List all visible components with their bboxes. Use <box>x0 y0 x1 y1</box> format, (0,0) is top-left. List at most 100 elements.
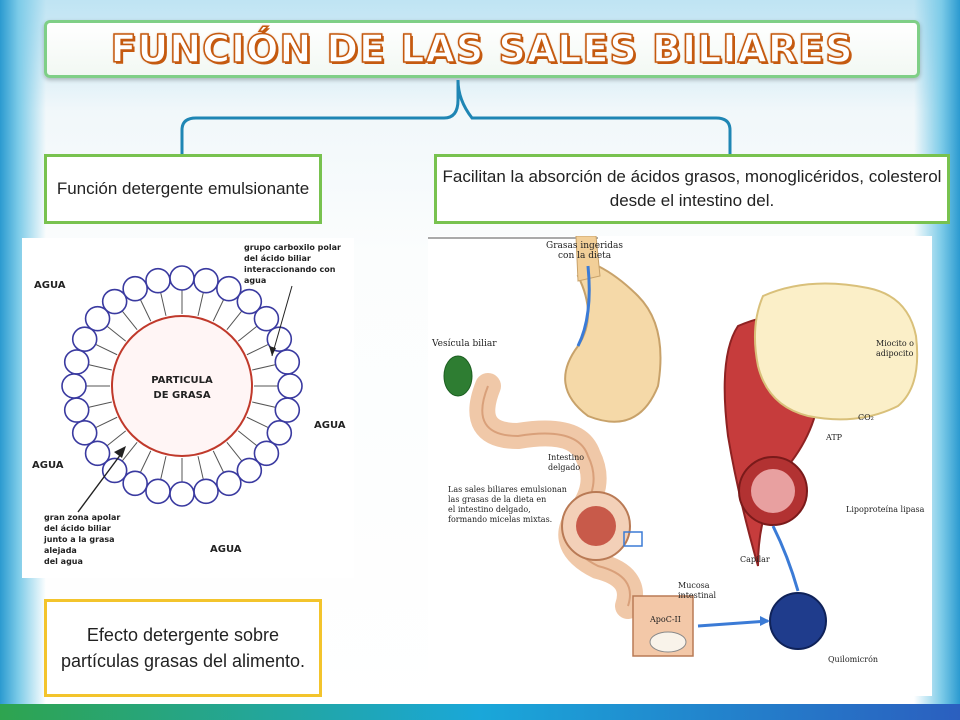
gallbladder-shape <box>443 355 473 397</box>
micelle-tail <box>212 450 225 473</box>
water-label: AGUA <box>32 460 64 471</box>
micelle-head <box>101 457 128 484</box>
micelle-head <box>274 397 301 423</box>
micelle-tail <box>121 441 138 462</box>
water-label: AGUA <box>210 544 242 555</box>
micelle-head <box>266 326 293 352</box>
bile-note: formando micelas mixtas. <box>448 515 552 524</box>
small-intestine-label: Intestino <box>548 453 584 462</box>
myocyte-label: Miocito o <box>876 339 914 348</box>
micelle-head <box>71 326 98 352</box>
micelle-head <box>236 288 263 315</box>
mucosa-label: Mucosa <box>678 581 710 590</box>
water-label: AGUA <box>34 280 66 291</box>
atp-label: ATP <box>825 433 843 442</box>
micelle-tail <box>197 456 204 480</box>
svg-text:agua: agua <box>244 276 266 285</box>
micelle-tail <box>121 310 138 331</box>
micelle-head <box>277 373 303 399</box>
micelle-tail <box>106 430 127 447</box>
micelle-tail <box>106 325 127 342</box>
ingested-label: Grasas ingeridas <box>546 241 623 251</box>
micelle-tail <box>139 299 152 322</box>
apolar-pointer <box>77 449 125 513</box>
micelle-tail <box>88 401 112 408</box>
svg-text:alejada: alejada <box>44 546 77 555</box>
micelle-head <box>253 305 280 332</box>
fat-particle-circle <box>111 315 253 457</box>
micelle-tail <box>88 364 112 371</box>
micelle-tail <box>160 456 167 480</box>
micelle-tail <box>246 416 269 429</box>
micelle-head <box>193 478 219 505</box>
svg-text:interaccionando con: interaccionando con <box>244 265 336 274</box>
micelle-head <box>61 373 87 399</box>
micelle-head <box>169 481 195 507</box>
micelle-head <box>84 305 111 332</box>
micelle-tail <box>237 325 258 342</box>
micelle-tail <box>139 450 152 473</box>
chylomicron-label: Quilomicrón <box>828 655 878 664</box>
mucosa-label: intestinal <box>678 591 716 600</box>
micelle-head <box>145 267 171 294</box>
micelle-head <box>122 275 148 302</box>
micelle-tail <box>197 292 204 316</box>
micelle-head <box>169 265 195 291</box>
micelle-head <box>101 288 128 315</box>
fat-core-label-1: PARTICULA <box>151 375 213 386</box>
micelle-tail <box>252 401 276 408</box>
lipase-label: Lipoproteína lipasa <box>846 505 925 514</box>
co2-label: CO₂ <box>858 413 874 422</box>
micelle-head <box>71 420 98 446</box>
svg-text:grupo carboxilo polar: grupo carboxilo polar <box>244 243 341 252</box>
polar-pointer <box>271 285 293 357</box>
micelle-head <box>63 397 90 423</box>
chylomicron-shape <box>769 592 827 650</box>
digestion-diagram: Grasas ingeridas con la dieta Vesícula b… <box>428 235 932 696</box>
box-absorption: Facilitan la absorción de ácidos grasos,… <box>434 154 950 224</box>
micelle-diagram: PARTICULA DE GRASA AGUA AGUA AGUA AGUA g… <box>22 238 354 578</box>
box-detergent-effect-text: Efecto detergente sobre partículas grasa… <box>60 624 306 671</box>
micelle-head <box>122 470 148 497</box>
water-label: AGUA <box>314 420 346 431</box>
svg-text:junto a la grasa: junto a la grasa <box>43 535 115 544</box>
micelle-head <box>253 440 280 467</box>
micelle-head <box>216 275 242 302</box>
micelle-tail <box>252 364 276 371</box>
micelle-tail <box>95 343 118 356</box>
micelle-head <box>145 478 171 505</box>
micelle-tail <box>246 343 269 356</box>
myocyte-shape <box>754 282 919 421</box>
box-detergent-function-text: Función detergente emulsionante <box>56 179 310 199</box>
bile-note: Las sales biliares emulsionan <box>448 485 567 494</box>
bracket-connector <box>180 79 732 154</box>
page-title: FUNCIÓN DE LAS SALES BILIARES <box>110 26 854 72</box>
micelle-head <box>266 420 293 446</box>
title-banner: FUNCIÓN DE LAS SALES BILIARES <box>44 20 920 78</box>
myocyte-label: adipocito <box>876 349 914 358</box>
micelle-head <box>193 267 219 294</box>
micelle-head <box>63 349 90 375</box>
micelle-head <box>84 440 111 467</box>
ingested-label: con la dieta <box>558 251 612 261</box>
micelle-tail <box>237 430 258 447</box>
svg-text:del ácido biliar: del ácido biliar <box>44 524 111 533</box>
box-detergent-function: Función detergente emulsionante <box>44 154 322 224</box>
box-detergent-effect: Efecto detergente sobre partículas grasa… <box>44 599 322 697</box>
polar-note: grupo carboxilo polar del ácido biliar i… <box>244 243 341 285</box>
apoc-label: ApoC-II <box>649 615 681 624</box>
box-absorption-text: Facilitan la absorción de ácidos grasos,… <box>442 167 942 210</box>
micelle-tail <box>95 416 118 429</box>
micelle-tail <box>226 441 243 462</box>
bile-note: el intestino delgado, <box>448 505 531 514</box>
micelle-tail <box>226 310 243 331</box>
bile-note: las grasas de la dieta en <box>448 495 546 504</box>
svg-text:del ácido biliar: del ácido biliar <box>244 254 311 263</box>
fat-core-label-2: DE GRASA <box>153 390 210 401</box>
svg-text:gran zona apolar: gran zona apolar <box>44 513 120 522</box>
gallbladder-label: Vesícula biliar <box>431 338 497 349</box>
capillary-label: Capilar <box>740 555 770 564</box>
svg-text:del agua: del agua <box>44 557 83 566</box>
micelle-head <box>236 457 263 484</box>
micelle-head <box>274 349 301 375</box>
